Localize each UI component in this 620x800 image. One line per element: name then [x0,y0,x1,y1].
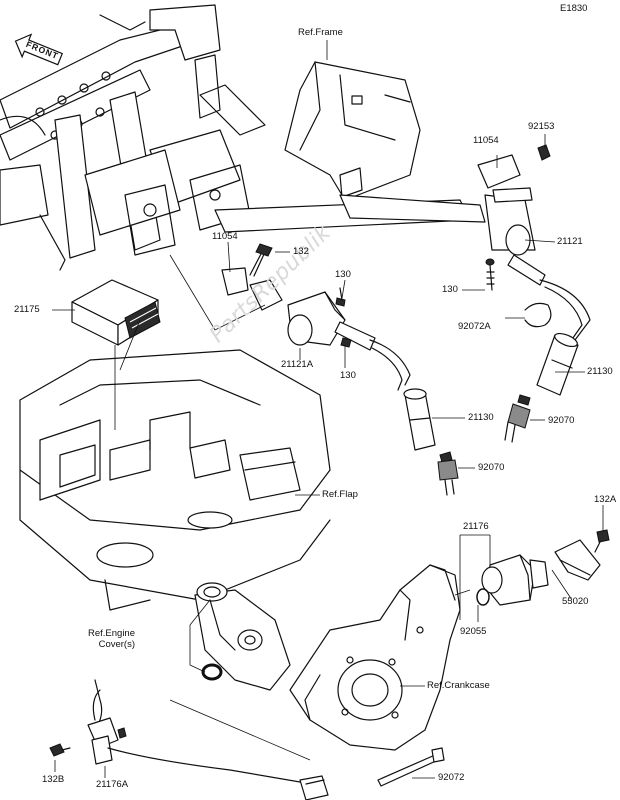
spark-plug-92070-right [504,394,531,443]
clamp-92072a [524,302,552,328]
bolt-132b [49,743,71,757]
part-130-right-label: 130 [442,284,458,295]
part-132b-label: 132B [42,774,65,785]
plug-cap-21130-right [536,332,579,396]
engine-cover [194,582,291,691]
part-92070-mid-label: 92070 [478,462,505,473]
diagram-code: E1830 [560,3,588,14]
part-92153-label: 92153 [528,121,555,132]
connector [299,775,329,800]
ref-crankcase-label: Ref.Crankcase [427,680,490,691]
frame-bracket [284,61,486,223]
ref-flap-label: Ref.Flap [322,489,358,500]
cable-tie-92072 [377,747,445,787]
part-132a-label: 132A [594,494,617,505]
part-130-mid-label: 130 [335,269,351,280]
control-unit-21175 [71,279,161,346]
ref-engine-cover-label: Ref.Engine Cover(s) [88,628,136,651]
part-55020-label: 55020 [562,596,589,607]
frame-assembly [0,4,471,271]
plug-cap-21130-center [403,388,436,451]
spark-plug-92070-center [437,451,459,496]
ref-frame-label: Ref.Frame [298,27,343,38]
part-11054-top-label: 11054 [473,135,499,146]
bolt-130-mid [335,287,346,307]
part-21121a-label: 21121A [281,359,314,370]
cover-55020 [554,539,601,581]
ignition-coil-21121 [477,154,546,286]
flap-tray [19,349,331,611]
bolt-130-low [340,337,352,348]
sensor-21176a [87,679,127,765]
part-21130-right-label: 21130 [587,366,613,377]
plug-wire-right [539,279,591,341]
o-ring-92055 [476,588,490,606]
part-92070-right-label: 92070 [548,415,575,426]
ignition-coil-21121a [287,291,376,351]
bolt-132 [249,243,273,277]
part-21121-label: 21121 [557,236,583,247]
part-130-low-label: 130 [340,370,356,381]
bolt-132a [594,529,610,553]
part-21176a-label: 21176A [96,779,129,790]
plug-wire-center [369,339,411,386]
bolt-130-right [485,258,495,291]
bracket-11054 [221,267,283,311]
sensor-21176 [481,554,549,606]
front-arrow-icon [14,33,64,66]
part-92072-label: 92072 [438,772,465,783]
part-21175-label: 21175 [14,304,40,315]
part-21130-mid-label: 21130 [468,412,494,423]
part-21176-label: 21176 [463,521,489,532]
part-11054-mid-label: 11054 [212,231,238,242]
leader-lines [52,40,604,779]
crankcase [289,564,461,751]
part-92055-label: 92055 [460,626,487,637]
bolt-92153 [537,144,551,161]
part-92072a-label: 92072A [458,321,491,332]
o-ring [201,663,223,681]
part-132-label: 132 [293,246,309,257]
sensor-wire [92,689,301,783]
